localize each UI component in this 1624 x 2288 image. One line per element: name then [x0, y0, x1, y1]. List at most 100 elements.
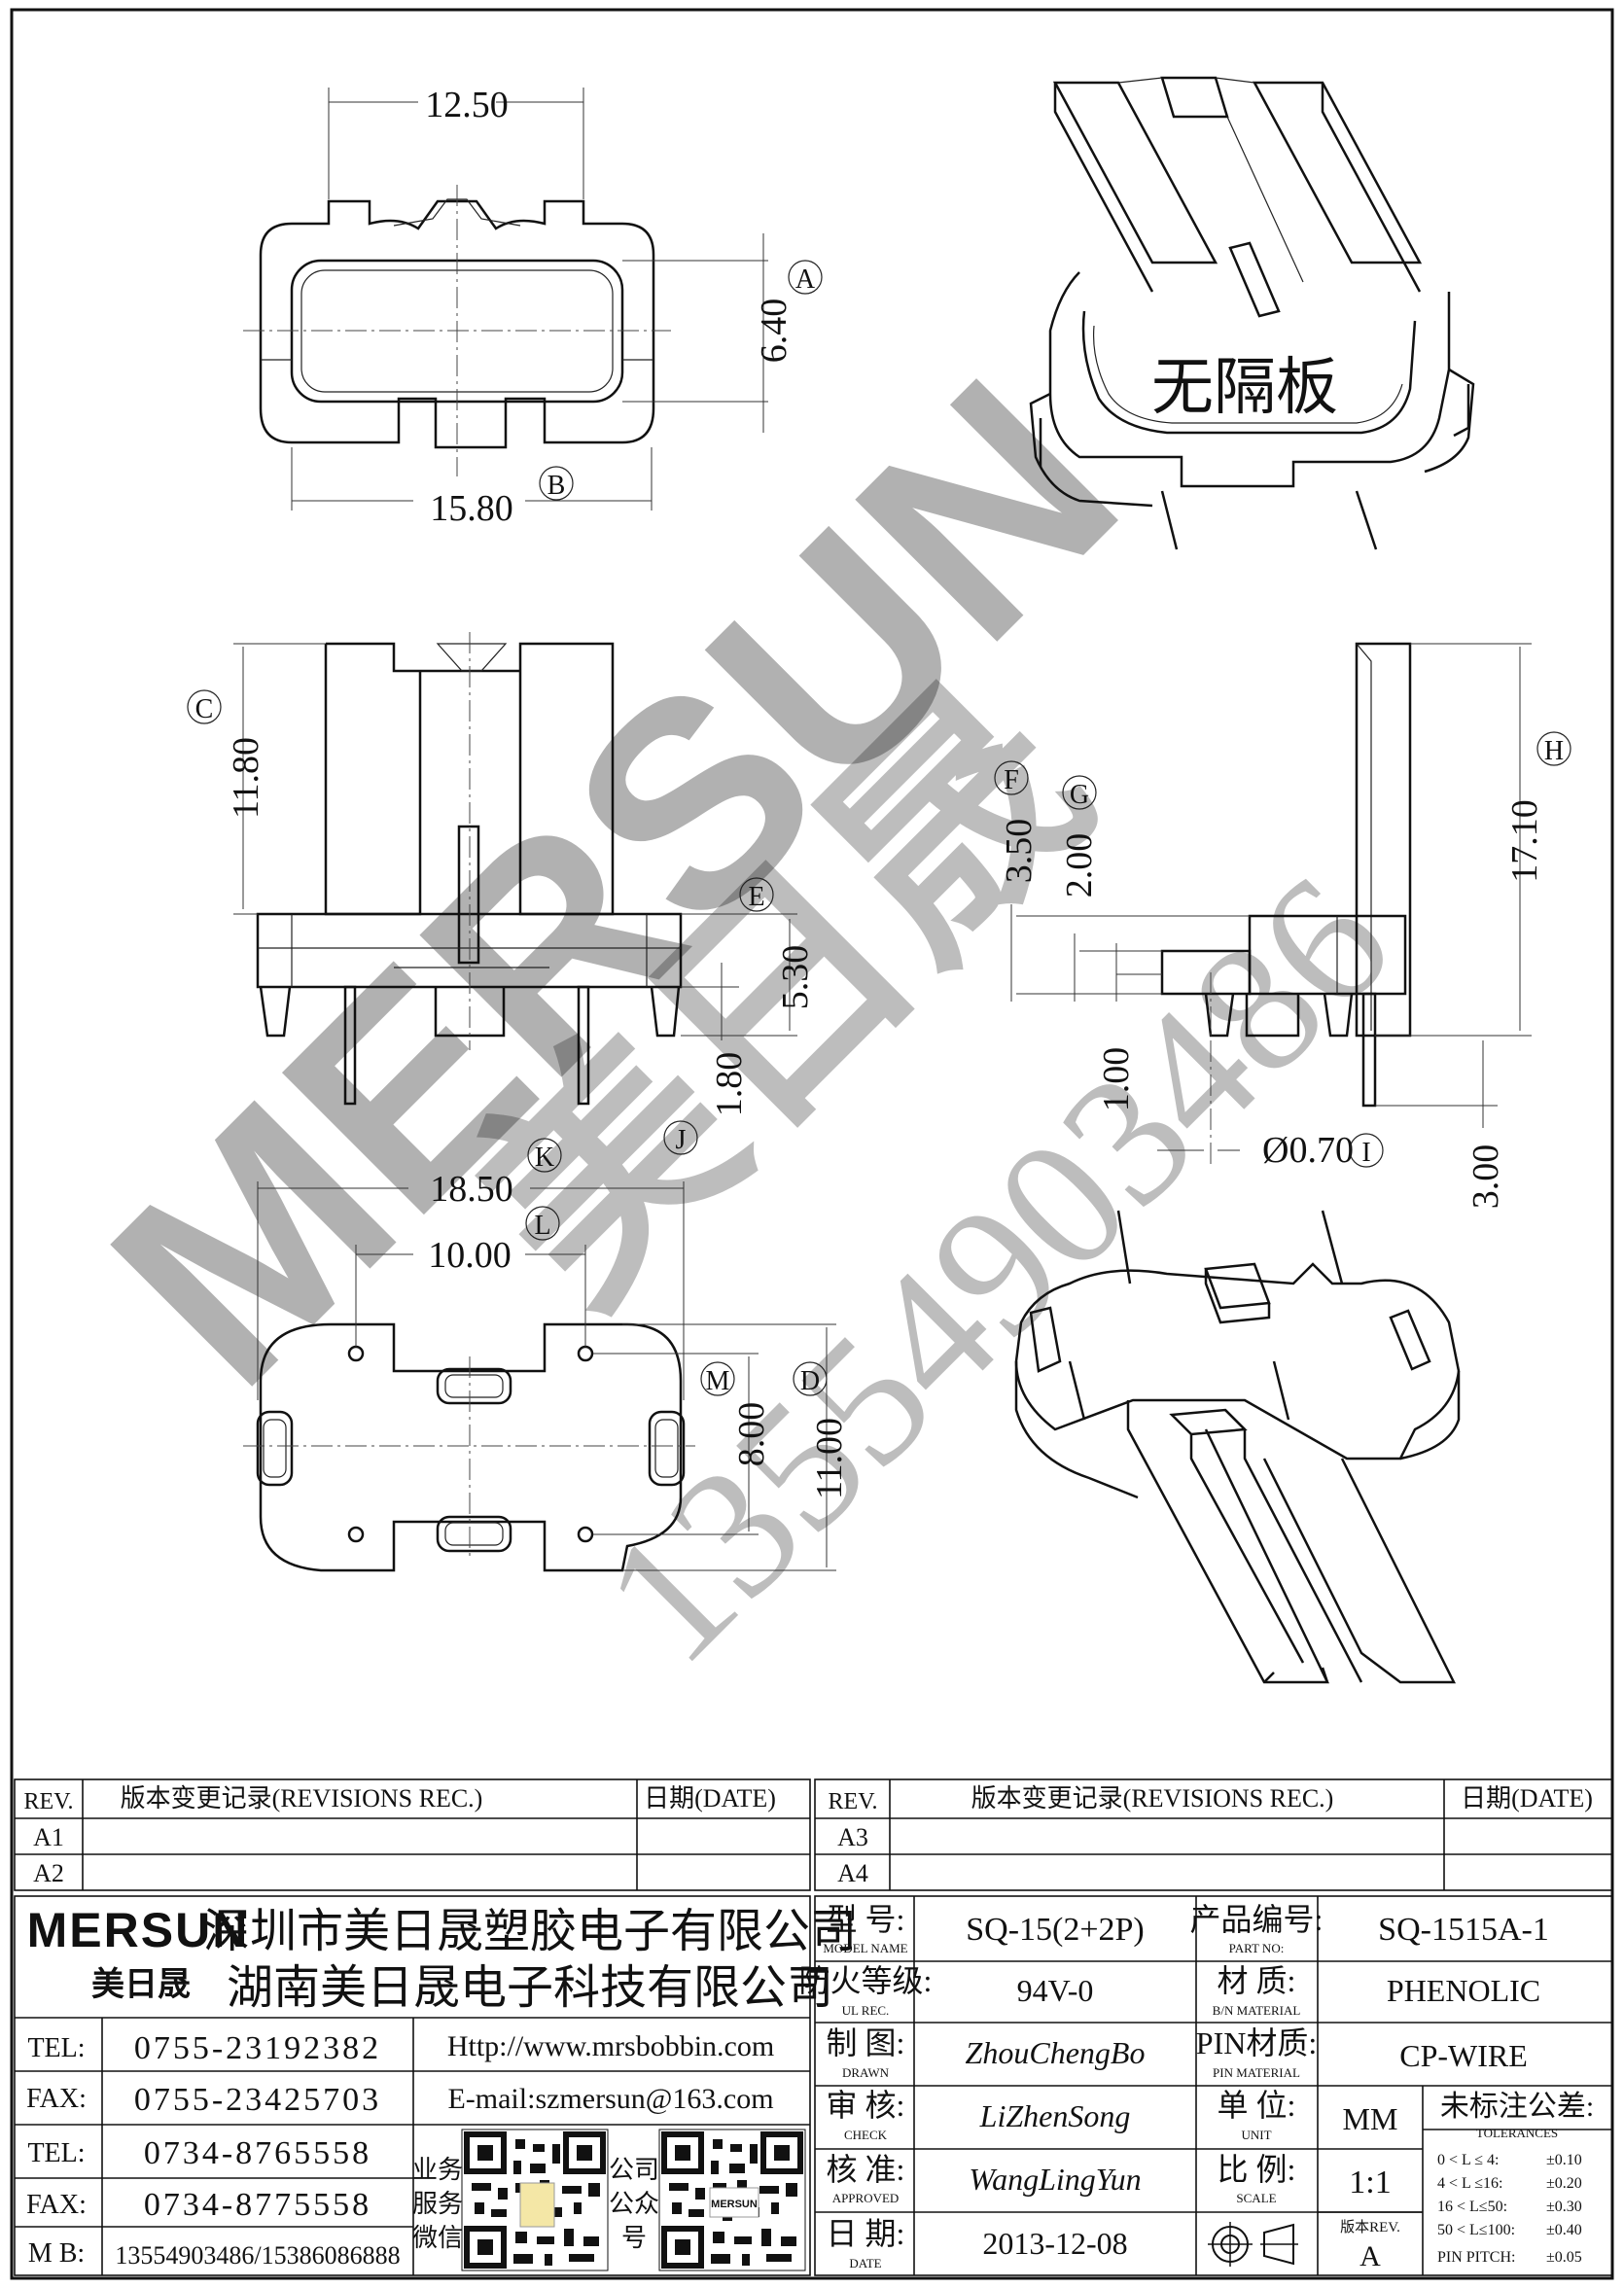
marker-b: B [547, 471, 566, 501]
qr-code-company: MERSUN [658, 2129, 806, 2271]
tol-value-2: ±0.30 [1546, 2199, 1582, 2215]
drawn-label: 制 图: [827, 2025, 905, 2060]
top-view: 12.50 6.40 A 15.80 B [243, 85, 823, 529]
qr-right-label-0: 公司 [609, 2156, 659, 2184]
tol-range-1: 4 < L ≤16: [1437, 2175, 1502, 2192]
dim-bottom-n: 11.00 [809, 1418, 850, 1499]
contact-value-2: 0734-8765558 [144, 2135, 371, 2171]
company-name-2: 湖南美日晟电子科技有限公司 [227, 1962, 833, 2014]
part-value: SQ-1515A-1 [1378, 1912, 1549, 1948]
tol-sub: TOLERANCES [1476, 2126, 1558, 2140]
company-logo-cn: 美日晟 [91, 1966, 191, 2003]
contact-value-3: 0734-8775558 [144, 2187, 371, 2223]
rev-left-row-a2: A2 [33, 1859, 64, 1887]
contact-label-1: FAX: [26, 2084, 87, 2114]
marker-l: L [534, 1211, 550, 1241]
part-sub: PART NO: [1229, 1941, 1285, 1955]
dim-bottom-m: 8.00 [731, 1402, 772, 1467]
qr-right-label-1: 公众 [609, 2190, 659, 2218]
scale-label: 比 例: [1218, 2152, 1296, 2187]
marker-m: M [706, 1366, 730, 1396]
marker-j: J [676, 1125, 687, 1155]
rev-right-row-a4: A4 [837, 1859, 868, 1887]
scale-value: 1:1 [1349, 2165, 1391, 2200]
ul-sub: UL REC. [842, 2003, 890, 2018]
unit-value: MM [1343, 2101, 1398, 2136]
rev-right-h-date: 日期(DATE) [1461, 1784, 1593, 1813]
rev-left-row-a1: A1 [33, 1823, 64, 1851]
company-logo: MERSUN [27, 1903, 250, 1957]
projection-symbol-icon [1208, 2222, 1298, 2267]
contact-label-4: M B: [28, 2238, 85, 2269]
dim-top-overall: 15.80 [430, 488, 513, 529]
rev-left-h-rev: REV. [24, 1789, 74, 1814]
pin-label: PIN材质: [1196, 2025, 1317, 2060]
marker-h: H [1544, 736, 1564, 766]
marker-f: F [1004, 765, 1019, 795]
company-email: E-mail:szmersun@163.com [447, 2083, 773, 2115]
front-view: 11.80 C 5.30 E 1.80 J [187, 632, 816, 1155]
unit-sub: UNIT [1241, 2128, 1271, 2142]
dim-side-pin-len: 3.00 [1465, 1144, 1506, 1210]
marker-e: E [748, 882, 764, 912]
bottom-view: 18.50 K 10.00 L 8.00 M 11.00 D [243, 1138, 850, 1572]
qr-left-label-0: 业务 [412, 2156, 463, 2184]
contact-value-1: 0755-23425703 [134, 2082, 381, 2118]
dim-side-total: 17.10 [1504, 799, 1545, 883]
sheet-border [10, 8, 1614, 2280]
dim-side-pin-dia: Ø0.70 [1262, 1130, 1354, 1171]
dim-top-inner: 6.40 [754, 299, 794, 364]
ul-value: 94V-0 [1017, 1973, 1094, 2008]
marker-a: A [795, 264, 816, 295]
contact-label-2: TEL: [27, 2138, 85, 2168]
tol-title: 未标注公差: [1440, 2091, 1594, 2123]
contact-value-4: 13554903486/15386086888 [115, 2241, 400, 2270]
company-web: Http://www.mrsbobbin.com [447, 2030, 774, 2062]
scale-sub: SCALE [1236, 2191, 1276, 2205]
tol-value-0: ±0.10 [1546, 2152, 1582, 2168]
qr-left-label-2: 微信 [412, 2224, 463, 2252]
date-sub: DATE [849, 2256, 881, 2270]
rev-left-h-date: 日期(DATE) [644, 1784, 776, 1813]
marker-c: C [195, 694, 214, 724]
drawn-value: ZhouChengBo [966, 2035, 1146, 2070]
ver-label: 版本REV. [1340, 2219, 1400, 2235]
company-name-1: 深圳市美日晟塑胶电子有限公司 [203, 1906, 857, 1957]
mat-label: 材 质: [1218, 1963, 1296, 1998]
pin-sub: PIN MATERIAL [1213, 2065, 1300, 2080]
ver-value: A [1359, 2240, 1381, 2272]
rev-left-h-rec: 版本变更记录(REVISIONS REC.) [121, 1784, 483, 1813]
model-label: 型 号: [827, 1902, 905, 1937]
model-value: SQ-15(2+2P) [966, 1912, 1145, 1948]
contact-label-3: FAX: [26, 2190, 87, 2220]
appr-sub: APPROVED [832, 2191, 900, 2205]
side-view: 3.50 F 2.00 G 1.00 Ø0.70 I 17.10 H 3.00 [994, 642, 1571, 1210]
marker-d: D [800, 1366, 820, 1396]
dim-bottom-width: 18.50 [430, 1169, 513, 1210]
dim-side-f: 3.50 [999, 819, 1040, 884]
qr-company-logo-text: MERSUN [711, 2199, 758, 2210]
dim-top-width: 12.50 [425, 85, 509, 125]
tol-range-4: PIN PITCH: [1437, 2249, 1515, 2266]
check-value: LiZhenSong [979, 2098, 1131, 2133]
tol-value-3: ±0.40 [1546, 2222, 1582, 2238]
iso-view-bottom [1014, 1210, 1461, 1684]
ul-label: 防火等级: [799, 1963, 933, 1998]
check-label: 审 核: [827, 2088, 905, 2123]
rev-right-h-rec: 版本变更记录(REVISIONS REC.) [971, 1784, 1334, 1813]
part-label: 产品编号: [1190, 1902, 1324, 1937]
rev-right-row-a3: A3 [837, 1823, 868, 1851]
contact-value-0: 0755-23192382 [134, 2030, 381, 2066]
dim-side-pin-gap: 1.00 [1096, 1047, 1137, 1112]
mat-sub: B/N MATERIAL [1213, 2003, 1301, 2018]
dim-front-j: 1.80 [709, 1052, 750, 1117]
date-value: 2013-12-08 [982, 2226, 1127, 2261]
tol-value-4: ±0.05 [1546, 2249, 1582, 2266]
tol-value-1: ±0.20 [1546, 2175, 1582, 2192]
marker-i: I [1361, 1138, 1370, 1168]
marker-k: K [535, 1143, 554, 1173]
qr-code-business [461, 2129, 609, 2271]
title-block: REV. 版本变更记录(REVISIONS REC.) 日期(DATE) A1 … [14, 1778, 1613, 2276]
dim-bottom-pitch: 10.00 [428, 1235, 512, 1276]
